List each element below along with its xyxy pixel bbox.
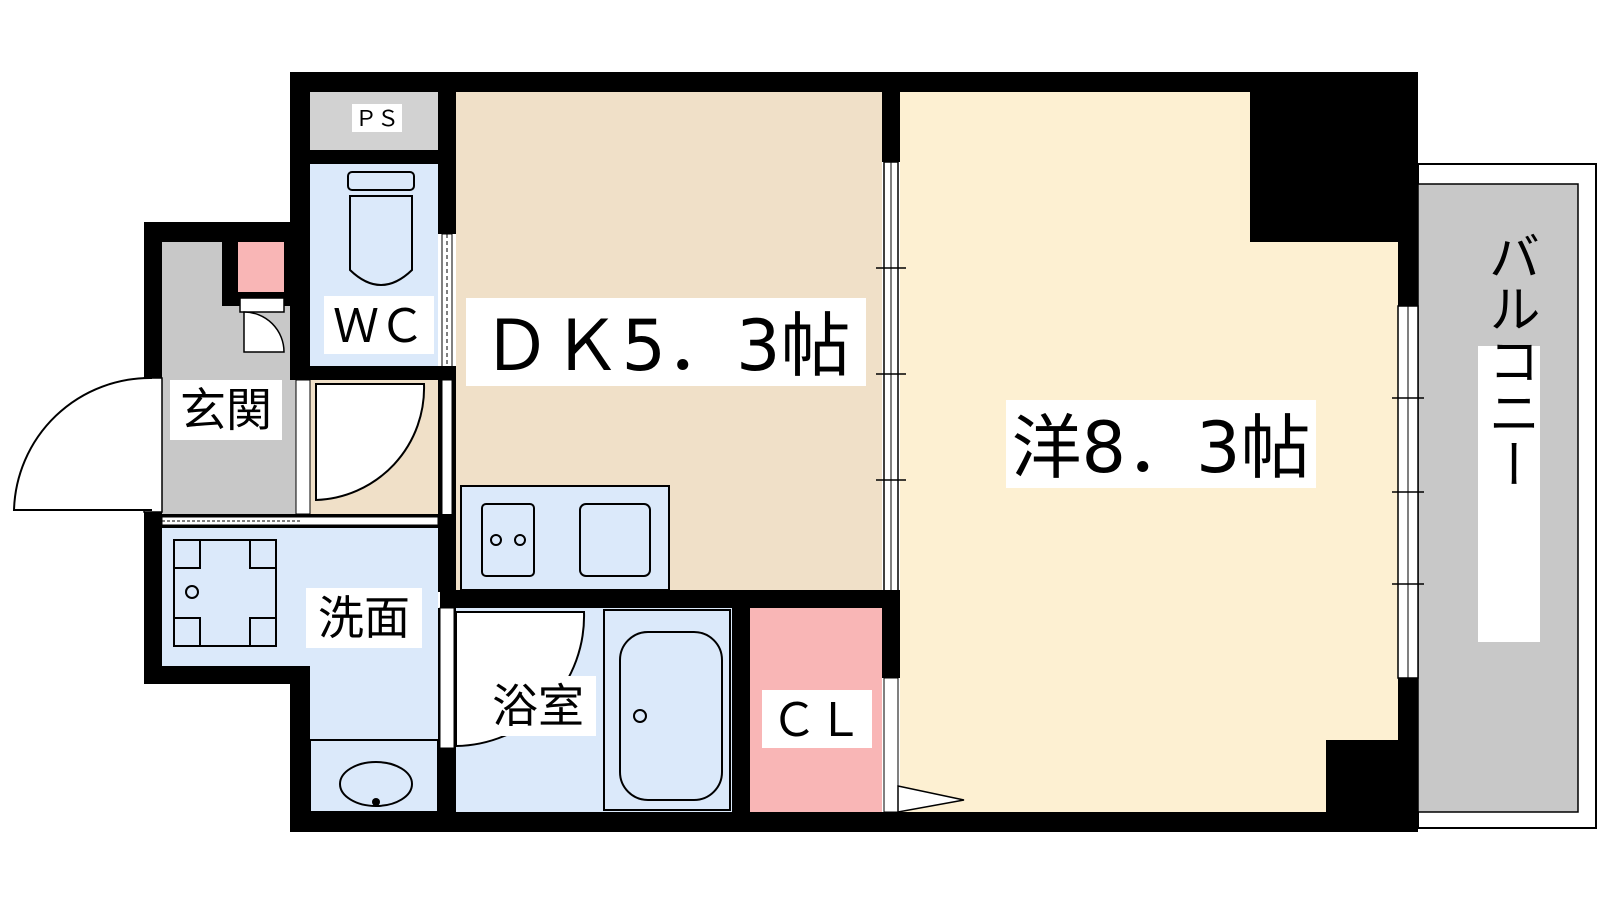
dk-label: ＤＫ5．3帖 [481,305,850,387]
dk-bottom-wall [440,590,900,608]
washing-machine-icon [173,539,277,647]
entrance-label: 玄関 [180,383,272,437]
toilet-tank-icon [347,171,415,191]
entrance-inner-wall [290,242,310,380]
bathroom-label: 浴室 [492,679,584,733]
column-top [1250,92,1398,242]
sink-icon [579,503,651,577]
bathtub-icon [619,631,723,801]
closet-label: ＣＬ [771,693,863,747]
wc-side-wall [438,164,456,234]
closet-side-wall [882,608,900,678]
bathroom-door[interactable] [439,607,455,749]
ps-wall [310,150,456,164]
wc-label: ＷＣ [333,299,425,353]
shoe-box [238,242,284,292]
toilet-bowl-icon [349,195,413,286]
western-room-label: 洋8．3帖 [1011,407,1310,489]
washroom-label: 洗面 [318,591,410,645]
bath-closet-wall [732,608,750,812]
hall-door-swing [315,383,426,502]
ps-side-wall [438,92,456,164]
entry-door-swing [12,376,153,511]
ps-label: ＰＳ [355,107,399,132]
balcony-label: バルコニー [1479,230,1539,490]
stove-icon [481,503,535,577]
closet-door-swing [897,785,965,813]
wc-bottom-wall [310,366,456,380]
column-bottom [1326,740,1398,812]
closet-door[interactable] [883,677,899,813]
dk-partition [882,92,900,162]
